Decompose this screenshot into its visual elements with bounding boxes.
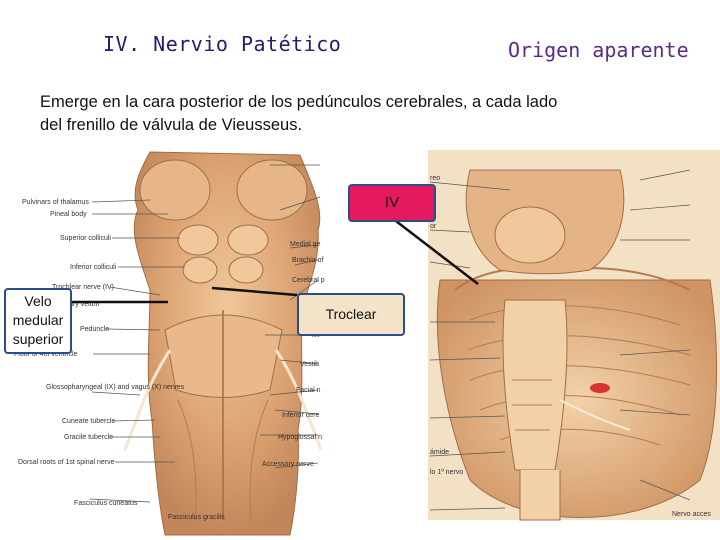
- label-fasc-cuneatus: Fasciculus cuneatus: [74, 500, 138, 507]
- label-peduncle: Peduncle: [80, 326, 109, 333]
- callout-velo-line-3: superior: [12, 331, 64, 347]
- label-or: or: [430, 223, 437, 230]
- callout-velo-line-2: medular: [12, 312, 64, 328]
- right-leader-lines: [429, 169, 691, 511]
- left-brainstem-figure: [123, 151, 323, 536]
- left-leader-lines: [89, 164, 321, 503]
- callout-iv: IV: [348, 184, 436, 222]
- callout-velo-medular: Velo medular superior: [4, 288, 72, 354]
- label-accessory: Accessory nerve: [262, 461, 314, 468]
- label-dorsal-roots: Dorsal roots of 1st spinal nerve: [18, 459, 115, 466]
- description-text: Emerge en la cara posterior de los pedún…: [40, 91, 640, 137]
- right-figure-labels: reo or ámide lo 1º nervo Nervo acces: [430, 175, 711, 518]
- label-gracile: Gracile tubercle: [64, 434, 113, 441]
- label-pineal: Pineal body: [50, 211, 87, 218]
- label-inf-colliculi: Inferior colliculi: [70, 264, 117, 271]
- label-brachia: Brachia of: [292, 257, 324, 264]
- label-hypoglossal: Hypoglossal n: [278, 434, 322, 441]
- label-1-nervo: lo 1º nervo: [430, 469, 463, 476]
- label-facial: Facial n: [296, 387, 321, 394]
- label-inf-cere: Inferior cere: [282, 412, 319, 419]
- slide-subtitle: Origen aparente: [508, 38, 689, 62]
- callout-velo-line-1: Velo: [24, 293, 52, 309]
- label-amide: ámide: [430, 449, 449, 456]
- label-fasc-gracilis: Fasciculus gracilis: [168, 514, 225, 521]
- label-medial-ge: Medial ge: [290, 241, 320, 248]
- label-vestib: Vestib: [300, 361, 319, 368]
- label-pulvinar: Pulvinars of thalamus: [22, 199, 89, 206]
- label-trochlear-nerve: Trochlear nerve (IV): [52, 284, 114, 291]
- callout-connectors: [72, 217, 479, 304]
- label-floor-4th: Floor of 4th ventricle: [14, 351, 78, 358]
- callout-troclear: Troclear: [297, 293, 405, 336]
- label-sup-colliculi: Superior colliculi: [60, 235, 111, 242]
- right-brainstem-figure: [428, 150, 720, 521]
- brainstem-illustration: Pulvinars of thalamus Pineal body Superi…: [14, 150, 720, 536]
- description-line-1: Emerge en la cara posterior de los pedún…: [40, 93, 558, 111]
- label-glossopharyngeal: Glossopharyngeal (IX) and vagus (X) nerv…: [46, 384, 185, 391]
- label-nervo-acces: Nervo acces: [672, 511, 711, 518]
- label-reo: reo: [430, 175, 440, 182]
- label-cuneate: Cuneate tubercle: [62, 418, 115, 425]
- left-figure-labels: Pulvinars of thalamus Pineal body Superi…: [14, 199, 225, 521]
- description-line-2: del frenillo de válvula de Vieusseus.: [40, 116, 303, 134]
- slide-title: IV. Nervio Patético: [103, 32, 342, 56]
- label-cerebral-p: Cerebral p: [292, 277, 325, 284]
